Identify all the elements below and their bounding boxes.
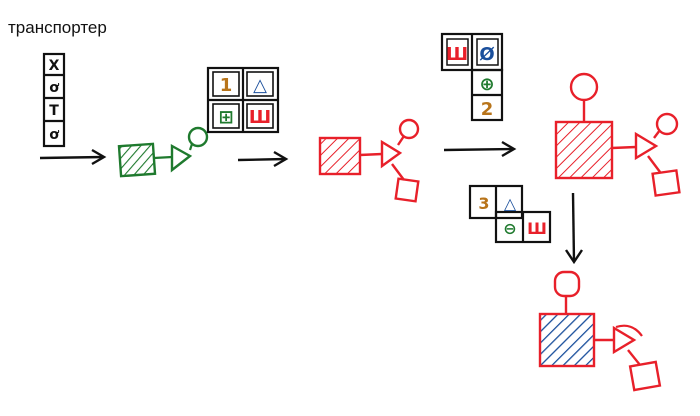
- strip-symbol-2: ơ: [49, 80, 59, 96]
- strip-symbol-1: X: [49, 58, 60, 74]
- blue-module: [538, 270, 662, 392]
- bottom-cluster-symbol-3: ⊖: [503, 219, 516, 238]
- strip-symbol-3: T: [49, 103, 59, 119]
- grid-symbol-1: 1: [220, 75, 233, 96]
- symbol-grid: [206, 66, 280, 134]
- top-cluster-symbol-1: Ш: [446, 44, 468, 65]
- arrow-1: [39, 148, 107, 166]
- green-module: [117, 126, 209, 178]
- arrow-2: [237, 150, 289, 168]
- bottom-cluster-symbol-4: Ш: [527, 219, 547, 238]
- strip-symbol-4: ơ: [49, 127, 59, 143]
- bottom-cluster: [468, 184, 552, 244]
- grid-symbol-4: Ш: [249, 107, 271, 128]
- grid-symbol-2: △: [253, 75, 267, 96]
- arrow-3: [443, 140, 517, 158]
- arrow-down: [565, 192, 583, 265]
- bottom-cluster-symbol-2: △: [504, 194, 517, 213]
- top-cluster-symbol-2: Ø: [479, 44, 494, 65]
- grid-symbol-3: ⊞: [218, 107, 233, 128]
- top-cluster: [440, 32, 504, 122]
- bottom-cluster-symbol-1: 3: [478, 194, 489, 213]
- top-cluster-symbol-4: 2: [481, 99, 494, 120]
- red-module-2: [554, 72, 681, 197]
- transporter-strip: [42, 52, 66, 148]
- diagram-title: транспортер: [8, 18, 107, 37]
- red-module-1: [318, 118, 420, 203]
- top-cluster-symbol-3: ⊕: [479, 74, 494, 95]
